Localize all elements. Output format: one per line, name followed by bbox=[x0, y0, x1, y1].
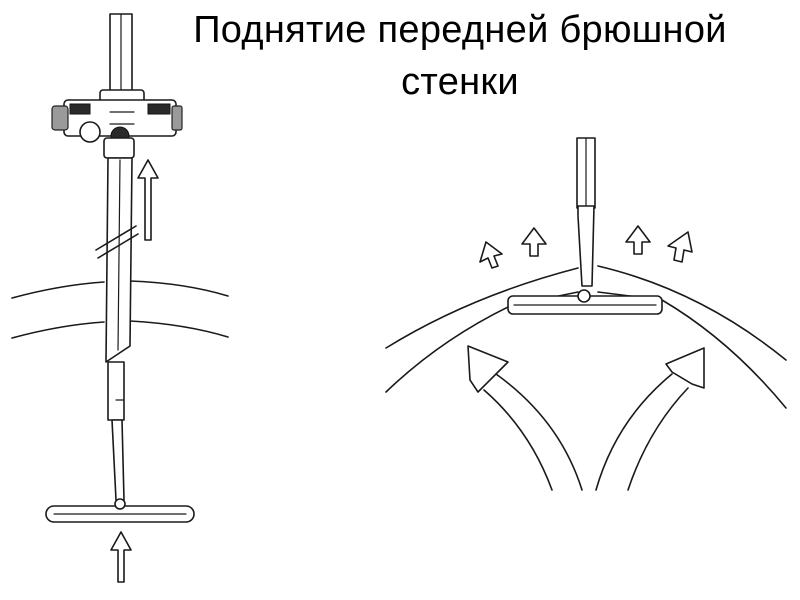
wall-outer-right bbox=[597, 265, 787, 361]
valve-knob bbox=[79, 121, 101, 143]
wall-inner-right bbox=[661, 299, 787, 409]
arrow-small-3-icon bbox=[625, 225, 651, 255]
arrow-small-4-icon bbox=[667, 231, 693, 263]
slide-title: Поднятие передней брюшной стенки bbox=[140, 4, 780, 108]
retractor-upper-rod bbox=[109, 13, 133, 95]
arrow-up-bottom-icon bbox=[110, 531, 132, 583]
wall-inner-left bbox=[385, 305, 511, 393]
retractor-lower-rod bbox=[107, 361, 125, 501]
stopcock-valve bbox=[51, 89, 183, 159]
right-illustration bbox=[385, 137, 787, 491]
t-bar-under-wall bbox=[507, 289, 663, 315]
abdominal-wall-inner-right bbox=[129, 320, 229, 338]
lifting-rod bbox=[576, 137, 596, 287]
trocar-sleeve bbox=[95, 157, 139, 363]
arrow-icon bbox=[467, 345, 583, 491]
left-illustration bbox=[11, 13, 229, 583]
arrow-large-right-icon bbox=[665, 347, 705, 389]
arrow-small-1-icon bbox=[479, 241, 503, 269]
arrow-icon bbox=[479, 241, 503, 269]
arrow-icon bbox=[667, 231, 693, 263]
abdominal-wall-outer-right bbox=[129, 280, 229, 297]
title-line-2: стенки bbox=[401, 61, 519, 103]
arrow-icon bbox=[110, 531, 132, 583]
arrow-icon bbox=[625, 225, 651, 255]
title-line-1: Поднятие передней брюшной bbox=[193, 9, 727, 51]
abdominal-wall-inner-left bbox=[11, 321, 105, 339]
arrow-icon bbox=[137, 159, 159, 241]
abdominal-wall-left bbox=[11, 280, 229, 339]
wall-outer-left bbox=[385, 267, 579, 349]
arrow-small-2-icon bbox=[521, 227, 547, 257]
arrow-large-left-icon bbox=[467, 345, 509, 393]
arrow-up-shaft-icon bbox=[137, 159, 159, 241]
abdominal-wall-outer-left bbox=[11, 281, 105, 299]
arrow-icon bbox=[595, 347, 705, 491]
arrow-icon bbox=[521, 227, 547, 257]
t-bar-lifter bbox=[45, 498, 195, 523]
